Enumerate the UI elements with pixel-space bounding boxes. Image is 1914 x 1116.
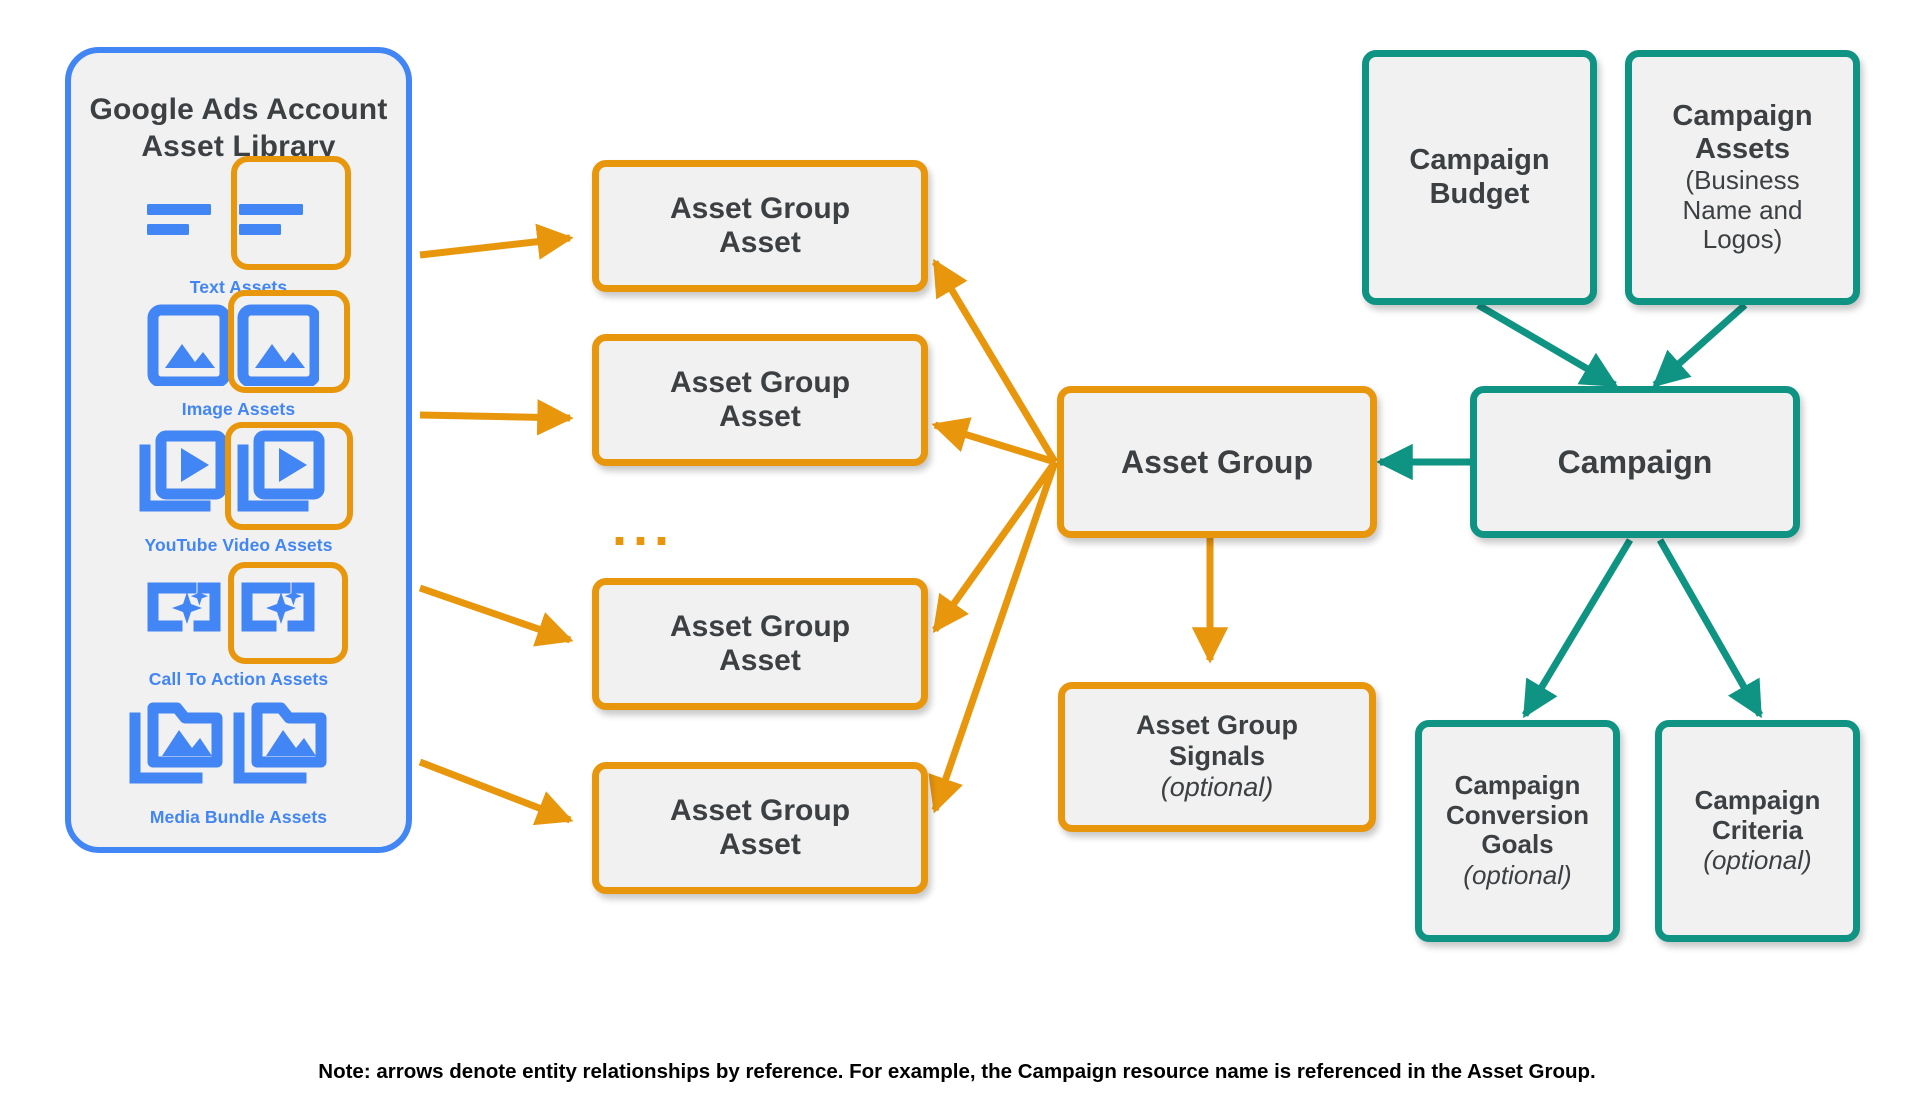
signals-line2: Signals	[1168, 741, 1266, 772]
arrow-ag-to-aga4	[928, 460, 1059, 814]
library-item-video-assets[interactable]: YouTube Video Assets	[65, 422, 412, 556]
ellipsis-indicator: ...	[612, 497, 676, 557]
library-item-label: YouTube Video Assets	[144, 535, 333, 555]
aga-line1: Asset Group	[669, 365, 851, 399]
library-item-label: Image Assets	[181, 399, 296, 419]
campaign-label: Campaign	[1557, 443, 1713, 480]
aga-line2: Asset	[719, 400, 801, 433]
budget-line2: Budget	[1429, 177, 1530, 210]
campaign-assets-box[interactable]: Campaign Assets (Business Name and Logos…	[1625, 50, 1860, 305]
campaign-assets-sub2: Name and	[1682, 194, 1803, 225]
arrow-cta-to-aga4	[418, 758, 574, 826]
call-to-action-icon-selected	[237, 570, 323, 654]
aga-line2: Asset	[719, 226, 801, 259]
aga-line2: Asset	[719, 828, 801, 861]
campaign-assets-sub1: (Business	[1685, 165, 1800, 196]
campaign-criteria-box[interactable]: Campaign Criteria (optional)	[1655, 720, 1860, 942]
aga-line2: Asset	[719, 644, 801, 677]
text-asset-icon	[145, 178, 227, 250]
campaign-assets-line1: Campaign	[1672, 100, 1813, 133]
signals-optional: (optional)	[1160, 771, 1274, 802]
highlight-box-cta	[228, 562, 348, 664]
video-asset-icon-selected	[235, 430, 331, 522]
asset-group-signals-box[interactable]: Asset Group Signals (optional)	[1058, 682, 1376, 832]
library-item-image-assets[interactable]: Image Assets	[65, 290, 412, 420]
call-to-action-icon	[143, 570, 229, 654]
arrow-budget-to-campaign	[1476, 301, 1619, 389]
aga-line1: Asset Group	[669, 609, 851, 643]
cc-line2: Criteria	[1711, 814, 1804, 845]
media-bundle-icon	[127, 700, 237, 796]
asset-group-label: Asset Group	[1120, 443, 1314, 480]
arrow-campaign-to-criteria	[1656, 538, 1764, 719]
aga-line1: Asset Group	[669, 191, 851, 225]
asset-group-asset-box-4[interactable]: Asset Group Asset	[592, 762, 928, 894]
media-bundle-icon-2	[231, 700, 341, 796]
library-item-label: Call To Action Assets	[148, 669, 329, 689]
library-item-cta-assets[interactable]: Call To Action Assets	[65, 562, 412, 690]
arrow-video-to-aga3	[418, 584, 574, 647]
aga-line1: Asset Group	[669, 793, 851, 827]
campaign-assets-line2: Assets	[1694, 133, 1791, 166]
campaign-budget-box[interactable]: Campaign Budget	[1362, 50, 1597, 305]
arrow-campaign-assets-to-campaign	[1652, 302, 1748, 388]
highlight-box-image	[228, 290, 350, 393]
ccg-line2: Conversion	[1445, 799, 1590, 830]
library-item-label: Media Bundle Assets	[149, 807, 328, 827]
library-title: Google Ads Account Asset Library	[65, 92, 412, 165]
campaign-conversion-goals-box[interactable]: Campaign Conversion Goals (optional)	[1415, 720, 1620, 942]
asset-group-asset-box-2[interactable]: Asset Group Asset	[592, 334, 928, 466]
ccg-line3: Goals	[1481, 829, 1554, 860]
arrow-image-to-aga2	[419, 399, 574, 436]
campaign-assets-sub3: Logos)	[1702, 224, 1783, 255]
asset-group-box[interactable]: Asset Group	[1057, 386, 1377, 538]
text-asset-icon-selected	[237, 178, 319, 250]
budget-line1: Campaign	[1409, 144, 1550, 177]
arrow-ag-to-aga2	[931, 417, 1057, 466]
ccg-optional: (optional)	[1463, 860, 1572, 891]
footer-note: Note: arrows denote entity relationships…	[318, 1060, 1596, 1083]
arrow-campaign-to-conversion-goals	[1521, 538, 1634, 719]
video-asset-icon	[137, 430, 233, 522]
library-item-media-bundle-assets[interactable]: Media Bundle Assets	[65, 700, 412, 828]
highlight-box-text	[231, 156, 351, 270]
cc-line1: Campaign	[1694, 785, 1821, 816]
image-asset-icon	[147, 300, 229, 386]
asset-group-asset-box-1[interactable]: Asset Group Asset	[592, 160, 928, 292]
library-item-text-assets[interactable]: Text Assets	[65, 156, 412, 298]
signals-line1: Asset Group	[1135, 710, 1299, 741]
highlight-box-video	[225, 422, 353, 530]
asset-group-asset-box-3[interactable]: Asset Group Asset	[592, 578, 928, 710]
campaign-box[interactable]: Campaign	[1470, 386, 1800, 538]
arrow-ag-to-aga3	[932, 459, 1058, 633]
cc-optional: (optional)	[1703, 845, 1812, 876]
image-asset-icon-selected	[237, 300, 319, 386]
arrow-ag-to-aga1	[931, 258, 1059, 464]
ccg-line1: Campaign	[1454, 770, 1581, 801]
arrow-text-to-aga1	[419, 223, 574, 260]
library-title-line1: Google Ads Account	[89, 93, 388, 126]
